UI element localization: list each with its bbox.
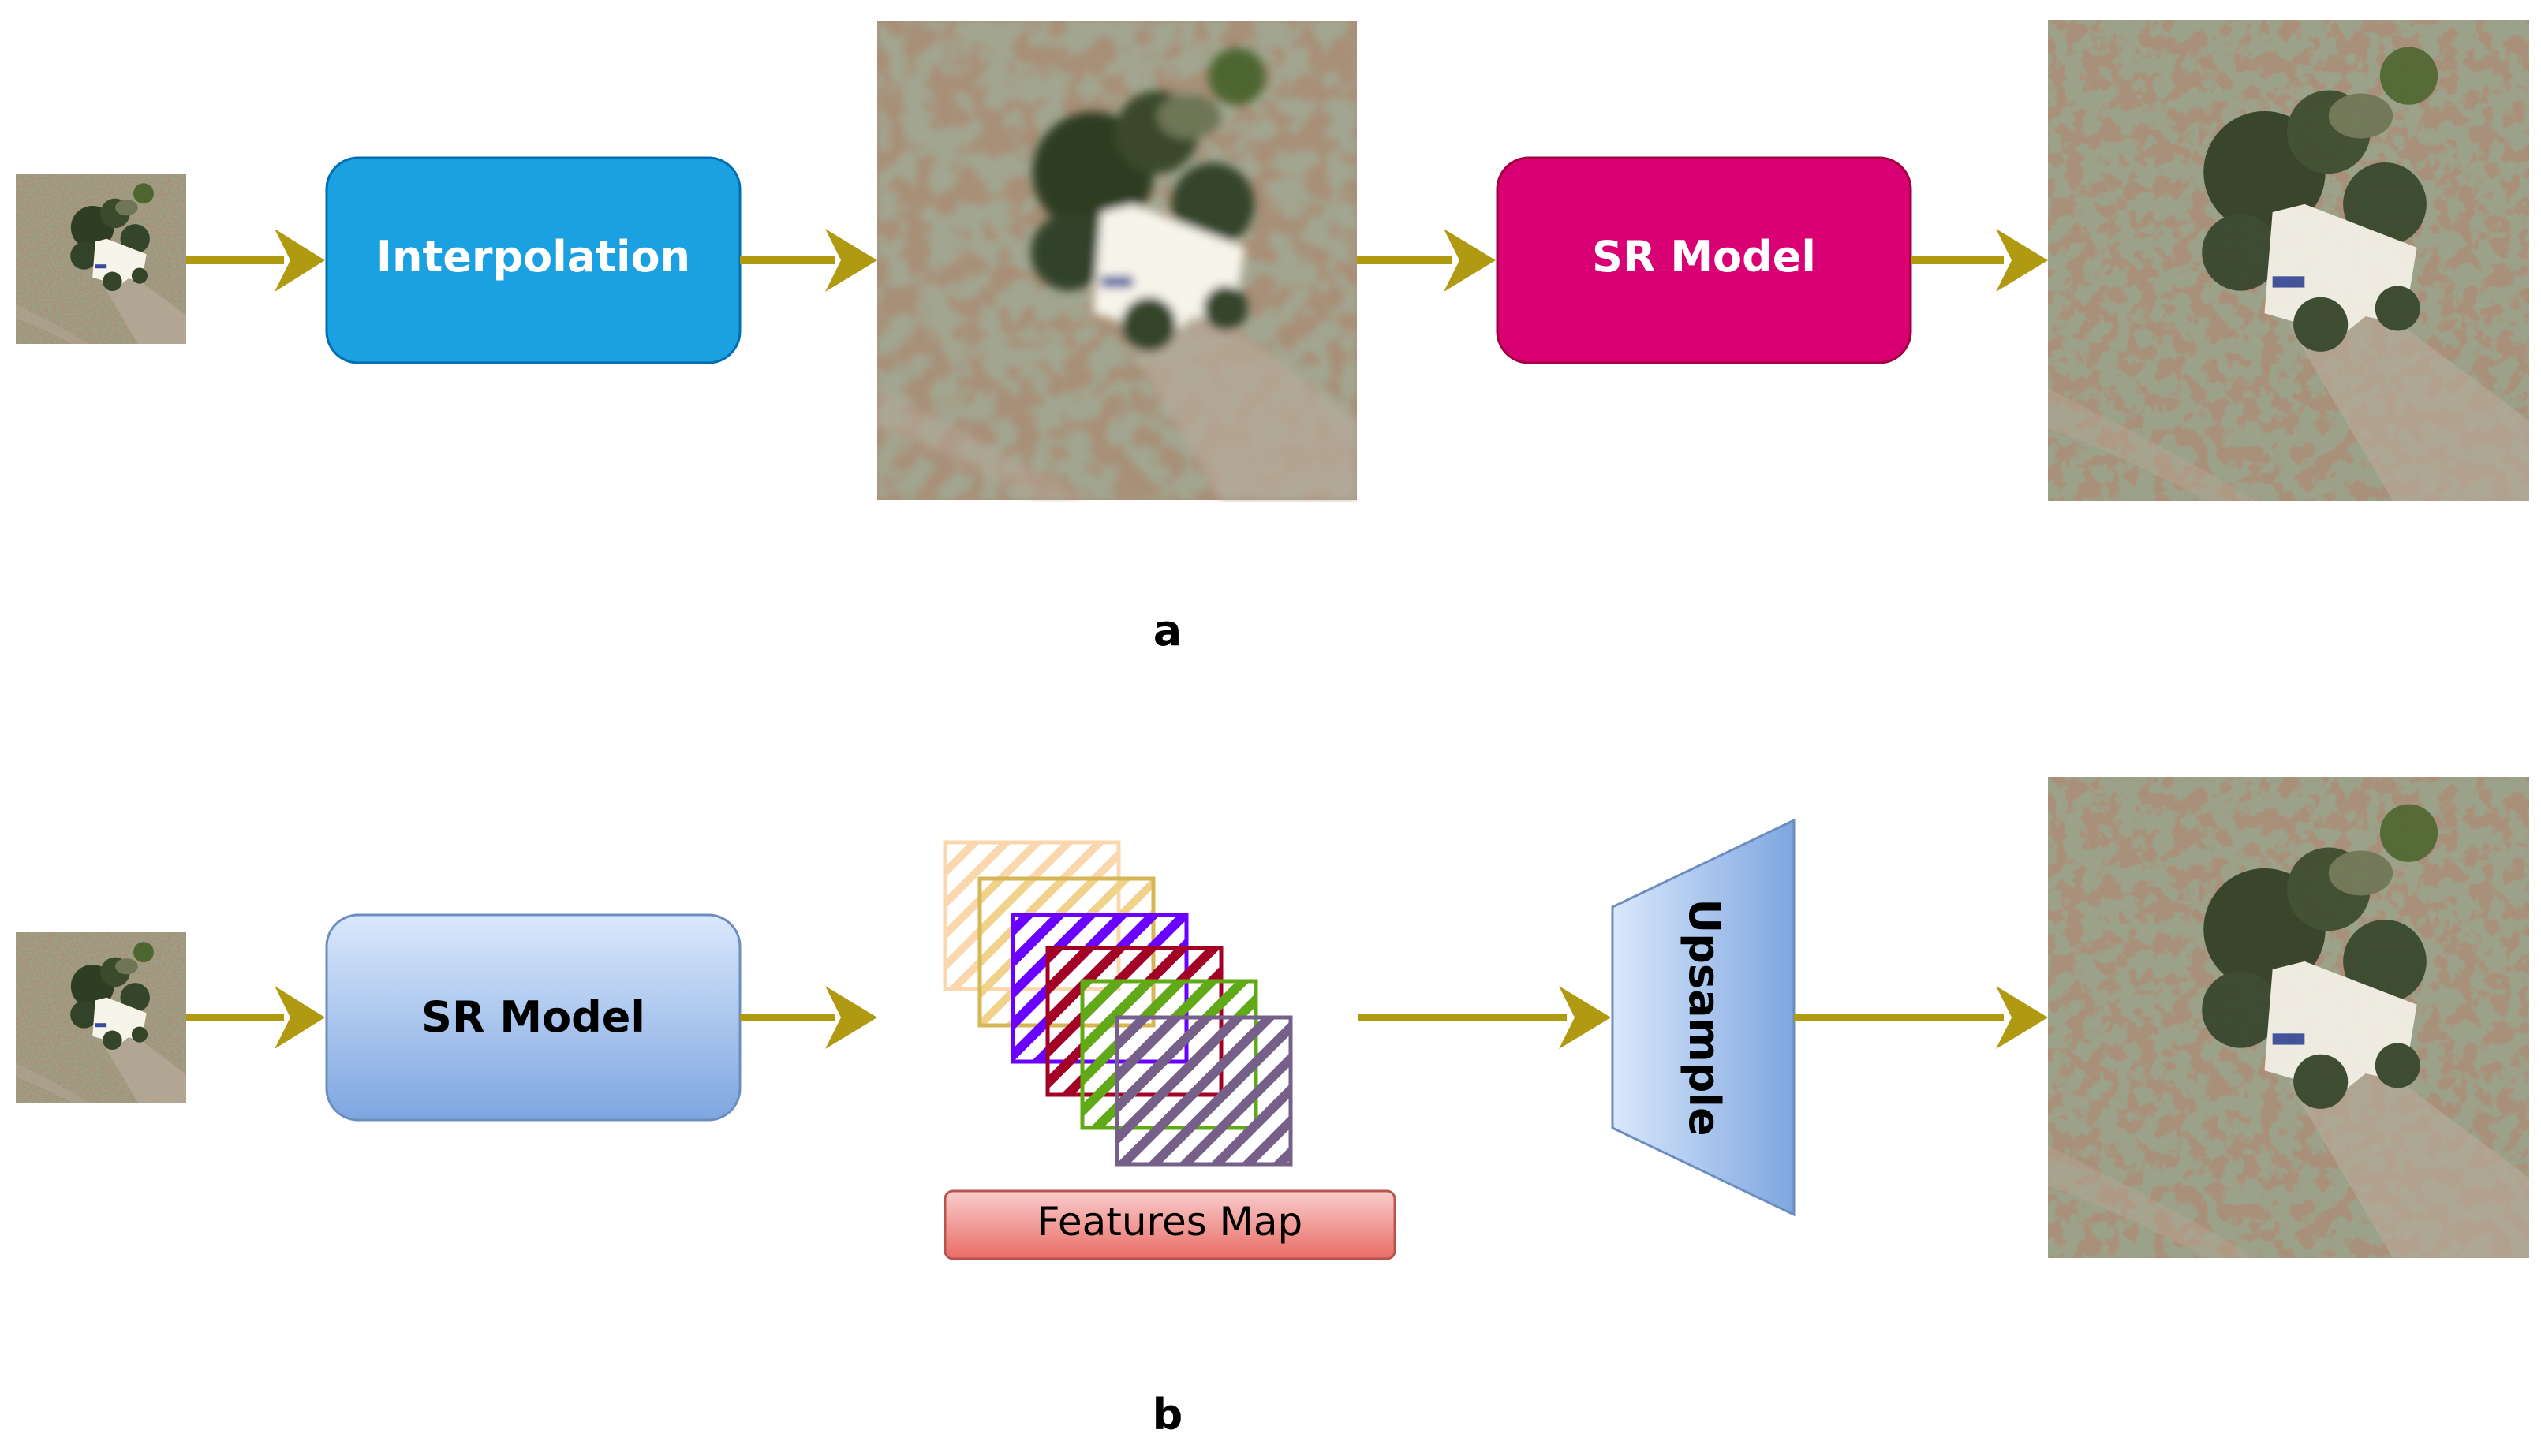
feature-map-stack bbox=[943, 840, 1293, 1167]
sr-model-box-a: SR Model bbox=[1496, 156, 1912, 364]
arrow-a4 bbox=[1911, 229, 2048, 292]
interpolation-label: Interpolation bbox=[376, 232, 690, 282]
arrow-b3 bbox=[1358, 986, 1611, 1049]
sr-model-label-a: SR Model bbox=[1592, 232, 1816, 282]
output-image-b bbox=[2048, 777, 2529, 1258]
sr-model-box-b: SR Model bbox=[325, 913, 742, 1122]
diagram-b-label: b bbox=[1153, 1390, 1183, 1439]
output-image-a bbox=[2048, 20, 2529, 502]
sr-model-label-b: SR Model bbox=[421, 992, 645, 1042]
arrow-b1 bbox=[186, 986, 325, 1049]
upsample-label: Upsample bbox=[1680, 898, 1729, 1136]
diagram-a-label: a bbox=[1153, 606, 1182, 655]
input-image-b bbox=[16, 932, 186, 1103]
arrow-a1 bbox=[186, 229, 325, 292]
arrow-b4 bbox=[1794, 986, 2048, 1049]
arrow-a3 bbox=[1357, 229, 1496, 292]
upsample-block: Upsample bbox=[1611, 818, 1796, 1217]
arrow-a2 bbox=[740, 229, 877, 292]
input-image-a bbox=[16, 174, 186, 344]
features-map-label: Features Map bbox=[1037, 1199, 1302, 1245]
features-map-box: Features Map bbox=[944, 1189, 1396, 1260]
interpolated-image bbox=[877, 21, 1357, 501]
feature-layer-6 bbox=[1115, 1015, 1293, 1167]
interpolation-box: Interpolation bbox=[325, 156, 742, 364]
arrow-b2 bbox=[740, 986, 877, 1049]
